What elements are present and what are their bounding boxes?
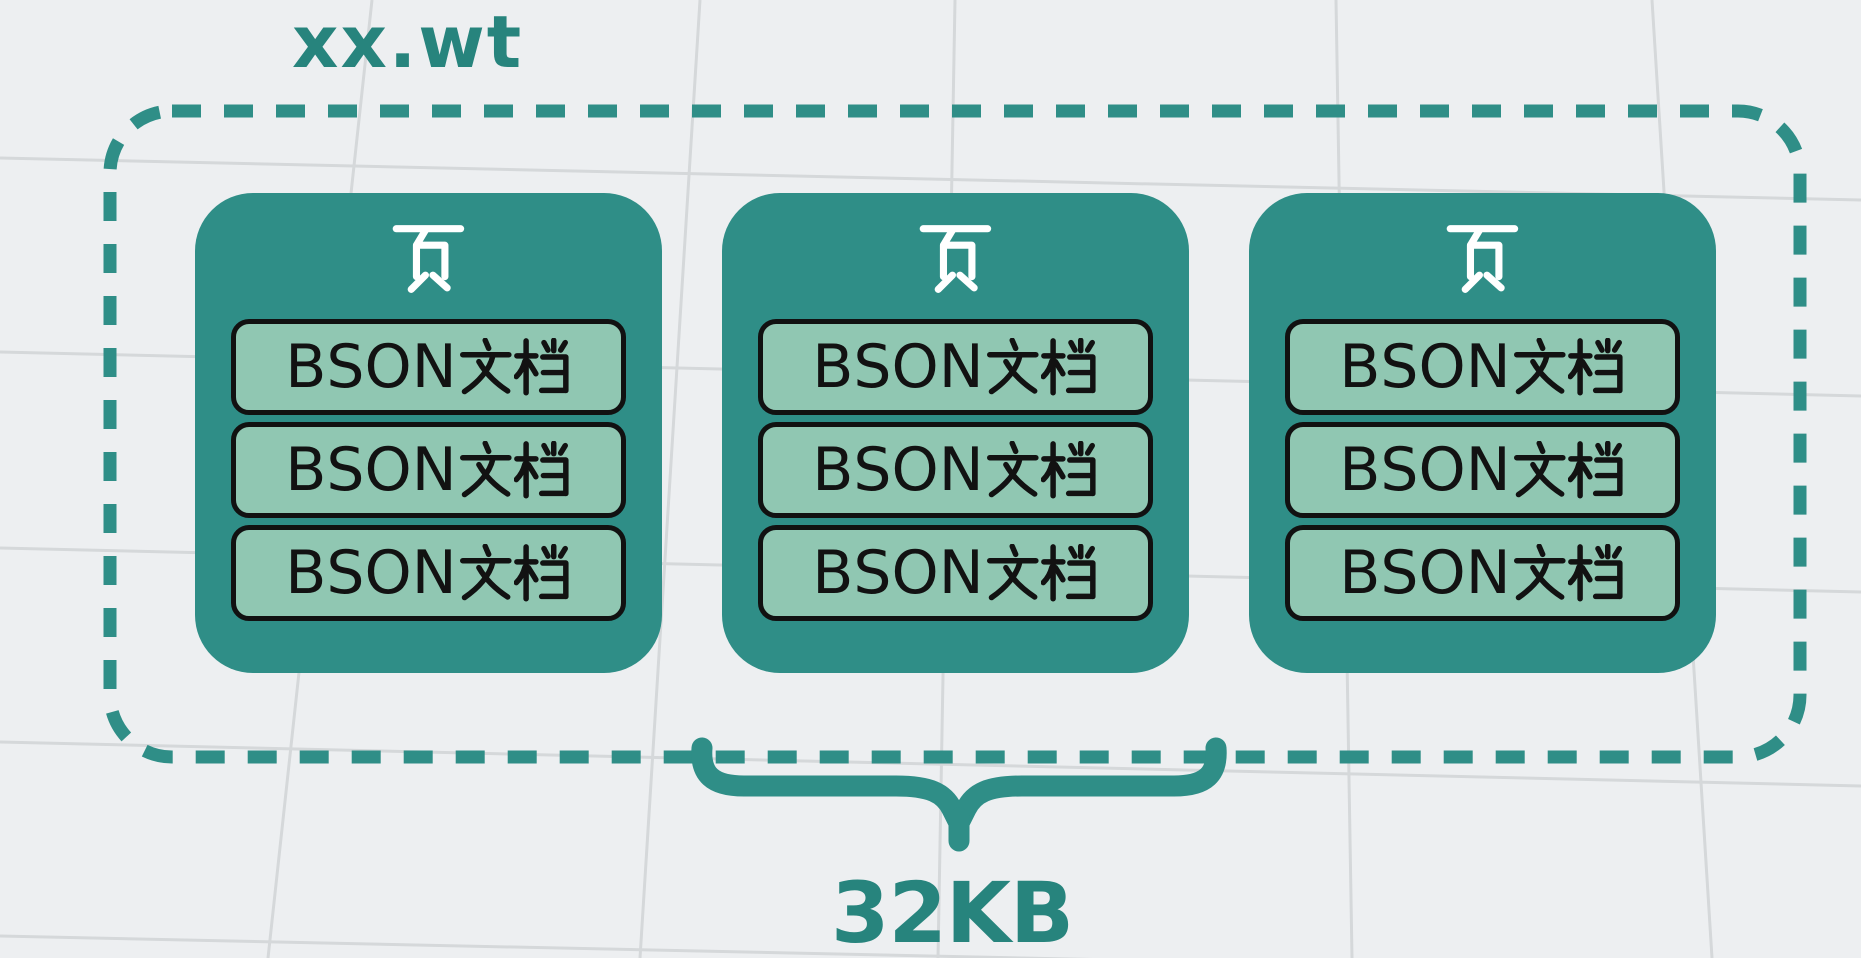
page-label (1285, 193, 1680, 319)
page-label (758, 193, 1153, 319)
page-size-label: 32KB (830, 864, 1074, 958)
wt-file-boundary (103, 104, 1807, 764)
size-brace-icon (691, 737, 1227, 852)
page-label (231, 193, 626, 319)
file-name-label: xx.wt (292, 0, 524, 84)
